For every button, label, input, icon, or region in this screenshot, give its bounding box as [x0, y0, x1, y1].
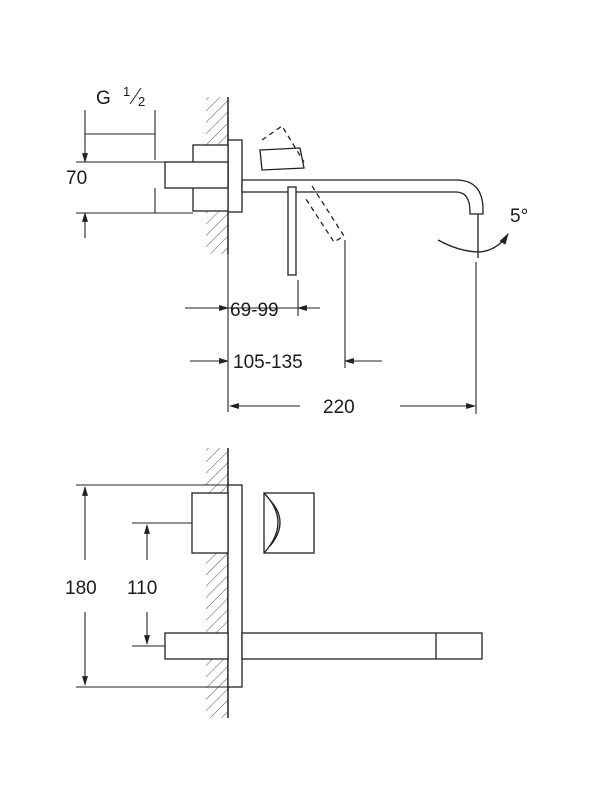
handle-body-front [191, 492, 229, 554]
dim-69-99-label: 69-99 [230, 300, 279, 321]
thread-label-g: G [96, 88, 111, 109]
front-dimensions [76, 484, 228, 688]
dim-70-label: 70 [66, 168, 87, 189]
wall-plate-front [227, 484, 243, 688]
dim-220-label: 220 [323, 397, 355, 418]
wall-hatch-bottom [206, 448, 228, 718]
spout-body-front [164, 632, 229, 660]
lever-handle-side [287, 186, 297, 276]
side-dimensions [76, 110, 477, 414]
thread-fraction-bar [129, 87, 142, 105]
wall-plate-side [227, 139, 243, 213]
thread-fraction-den: 2 [138, 94, 145, 109]
front-view [164, 448, 483, 718]
concealed-inner-side [164, 161, 229, 189]
lever-hub-side [259, 147, 305, 171]
dim-180-label: 180 [65, 578, 97, 599]
handle-curve [263, 492, 279, 554]
dim-105-135-label: 105-135 [233, 352, 303, 373]
lever-ghost [261, 125, 345, 243]
spout-side [241, 179, 484, 215]
handle-curve-inner [269, 499, 281, 547]
angle-arc [437, 233, 509, 253]
dim-110-label: 110 [127, 578, 157, 599]
angle-label: 5° [510, 206, 528, 227]
spout-front [241, 632, 483, 660]
side-view [164, 97, 509, 276]
thread-fraction-num: 1 [123, 84, 130, 99]
